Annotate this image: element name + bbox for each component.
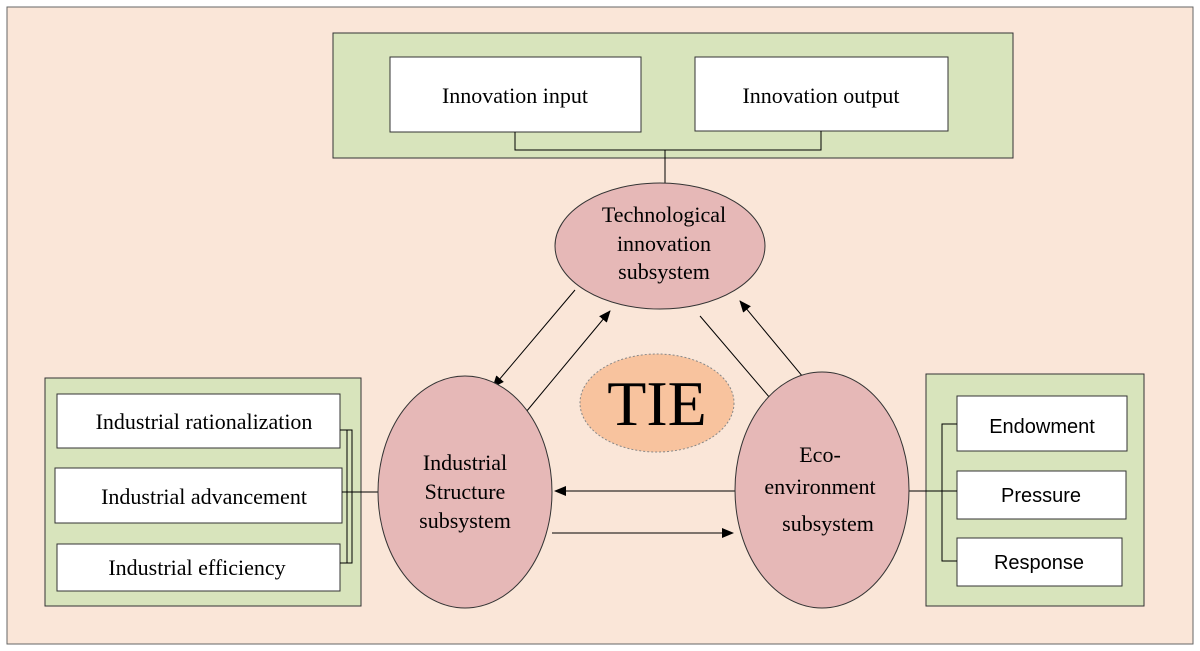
arrow-industrial-to-tech <box>525 310 611 413</box>
industrial-rationalization-box <box>56 393 341 449</box>
tech-subsystem-label-line3: subsystem <box>618 259 710 284</box>
pressure-box <box>956 470 1127 520</box>
industrial-bracket-connector <box>340 429 378 564</box>
industrial-rationalization-label: Industrial rationalization <box>96 409 313 434</box>
tech-subsystem-label-line2: innovation <box>617 231 711 256</box>
tech-subsystem-label-line1: Technological <box>602 202 726 227</box>
innovation-input-label: Innovation input <box>442 83 588 108</box>
response-box <box>956 537 1123 587</box>
tech-subsystem-ellipse <box>554 182 766 310</box>
eco-subsystem-label-line1: Eco- <box>799 442 841 467</box>
industrial-subsystem-label-line3: subsystem <box>419 508 511 533</box>
pressure-label: Pressure <box>1001 485 1081 507</box>
industrial-subsystem-label-line2: Structure <box>425 479 506 504</box>
industrial-advancement-box <box>54 467 343 524</box>
industrial-efficiency-label: Industrial efficiency <box>108 555 285 580</box>
arrow-tech-to-eco <box>699 315 777 406</box>
innovation-output-label: Innovation output <box>742 83 899 108</box>
arrow-tech-to-industrial <box>492 289 576 388</box>
endowment-box <box>956 395 1128 452</box>
arrow-eco-to-tech <box>739 300 809 384</box>
eco-subsystem-label-line3: subsystem <box>782 511 874 536</box>
eco-subsystem-ellipse <box>734 371 910 609</box>
innovation-input-box <box>389 56 642 133</box>
endowment-label: Endowment <box>989 416 1095 438</box>
industrial-efficiency-box <box>56 543 341 592</box>
tie-center-label: TIE <box>607 368 707 439</box>
industrial-advancement-label: Industrial advancement <box>101 484 307 509</box>
response-label: Response <box>994 552 1084 574</box>
eco-subsystem-label-line2: environment <box>764 474 875 499</box>
industrial-subsystem-label-line1: Industrial <box>423 450 507 475</box>
industrial-subsystem-ellipse <box>377 375 553 609</box>
innovation-output-box <box>694 56 949 132</box>
eco-bracket-connector <box>906 423 957 562</box>
tie-center-ellipse <box>579 353 735 453</box>
industrial-bracket-inner <box>347 429 353 564</box>
